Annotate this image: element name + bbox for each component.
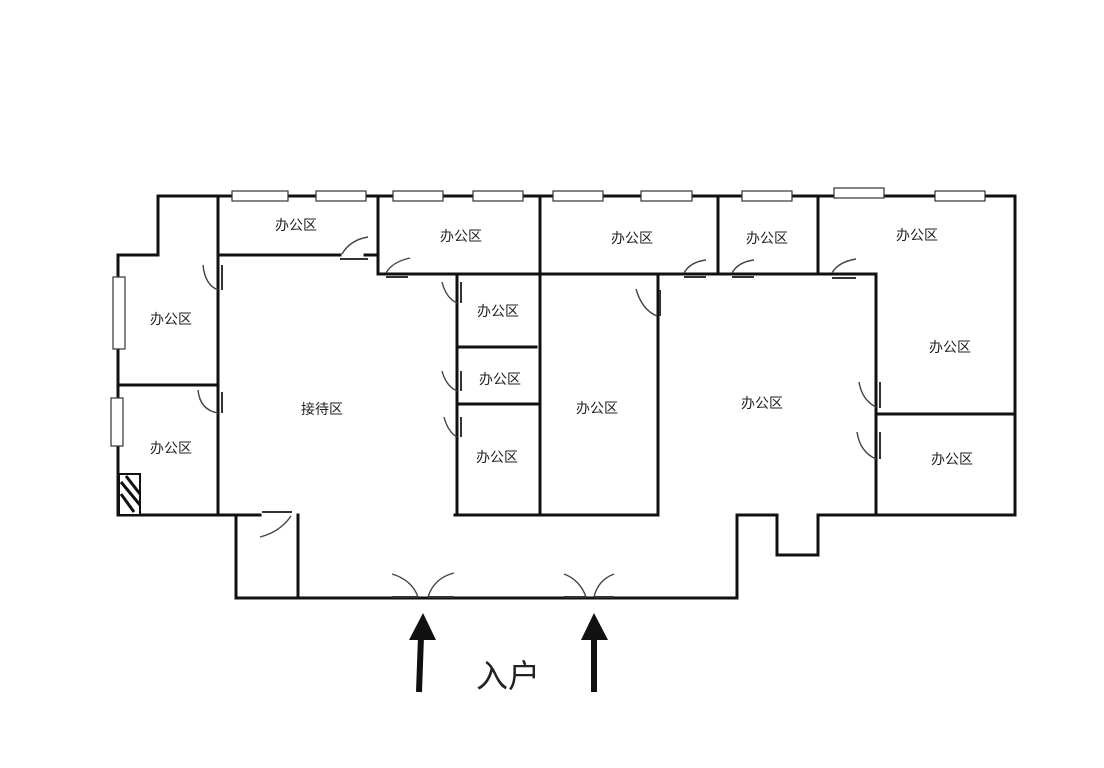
room-label: 办公区 <box>896 228 938 244</box>
reception-label: 接待区 <box>301 401 343 418</box>
room-label: 办公区 <box>440 229 482 245</box>
room-label: 办公区 <box>476 450 518 466</box>
room-label: 办公区 <box>746 231 788 247</box>
room-label: 办公区 <box>929 340 971 356</box>
room-label: 办公区 <box>611 231 653 247</box>
room-label: 办公区 <box>150 312 192 328</box>
room-labels: 办公区 办公区 办公区 办公区 办公区 办公区 办公区 办公区 办公区 办公区 … <box>150 218 973 468</box>
room-label: 办公区 <box>576 401 618 417</box>
room-label: 办公区 <box>477 304 519 320</box>
room-label: 办公区 <box>150 441 192 457</box>
arrow-up-icon <box>409 613 436 693</box>
doors <box>197 236 881 538</box>
room-label: 办公区 <box>931 452 973 468</box>
entrance-arrows <box>409 613 608 693</box>
hatched-shaft <box>118 473 142 516</box>
entrance-label: 入户 <box>476 657 540 695</box>
arrow-up-icon <box>581 613 608 692</box>
entrance-doors <box>391 572 615 598</box>
room-label: 办公区 <box>275 218 317 234</box>
windows <box>110 187 986 447</box>
room-label: 办公区 <box>741 396 783 412</box>
room-label: 办公区 <box>479 372 521 388</box>
